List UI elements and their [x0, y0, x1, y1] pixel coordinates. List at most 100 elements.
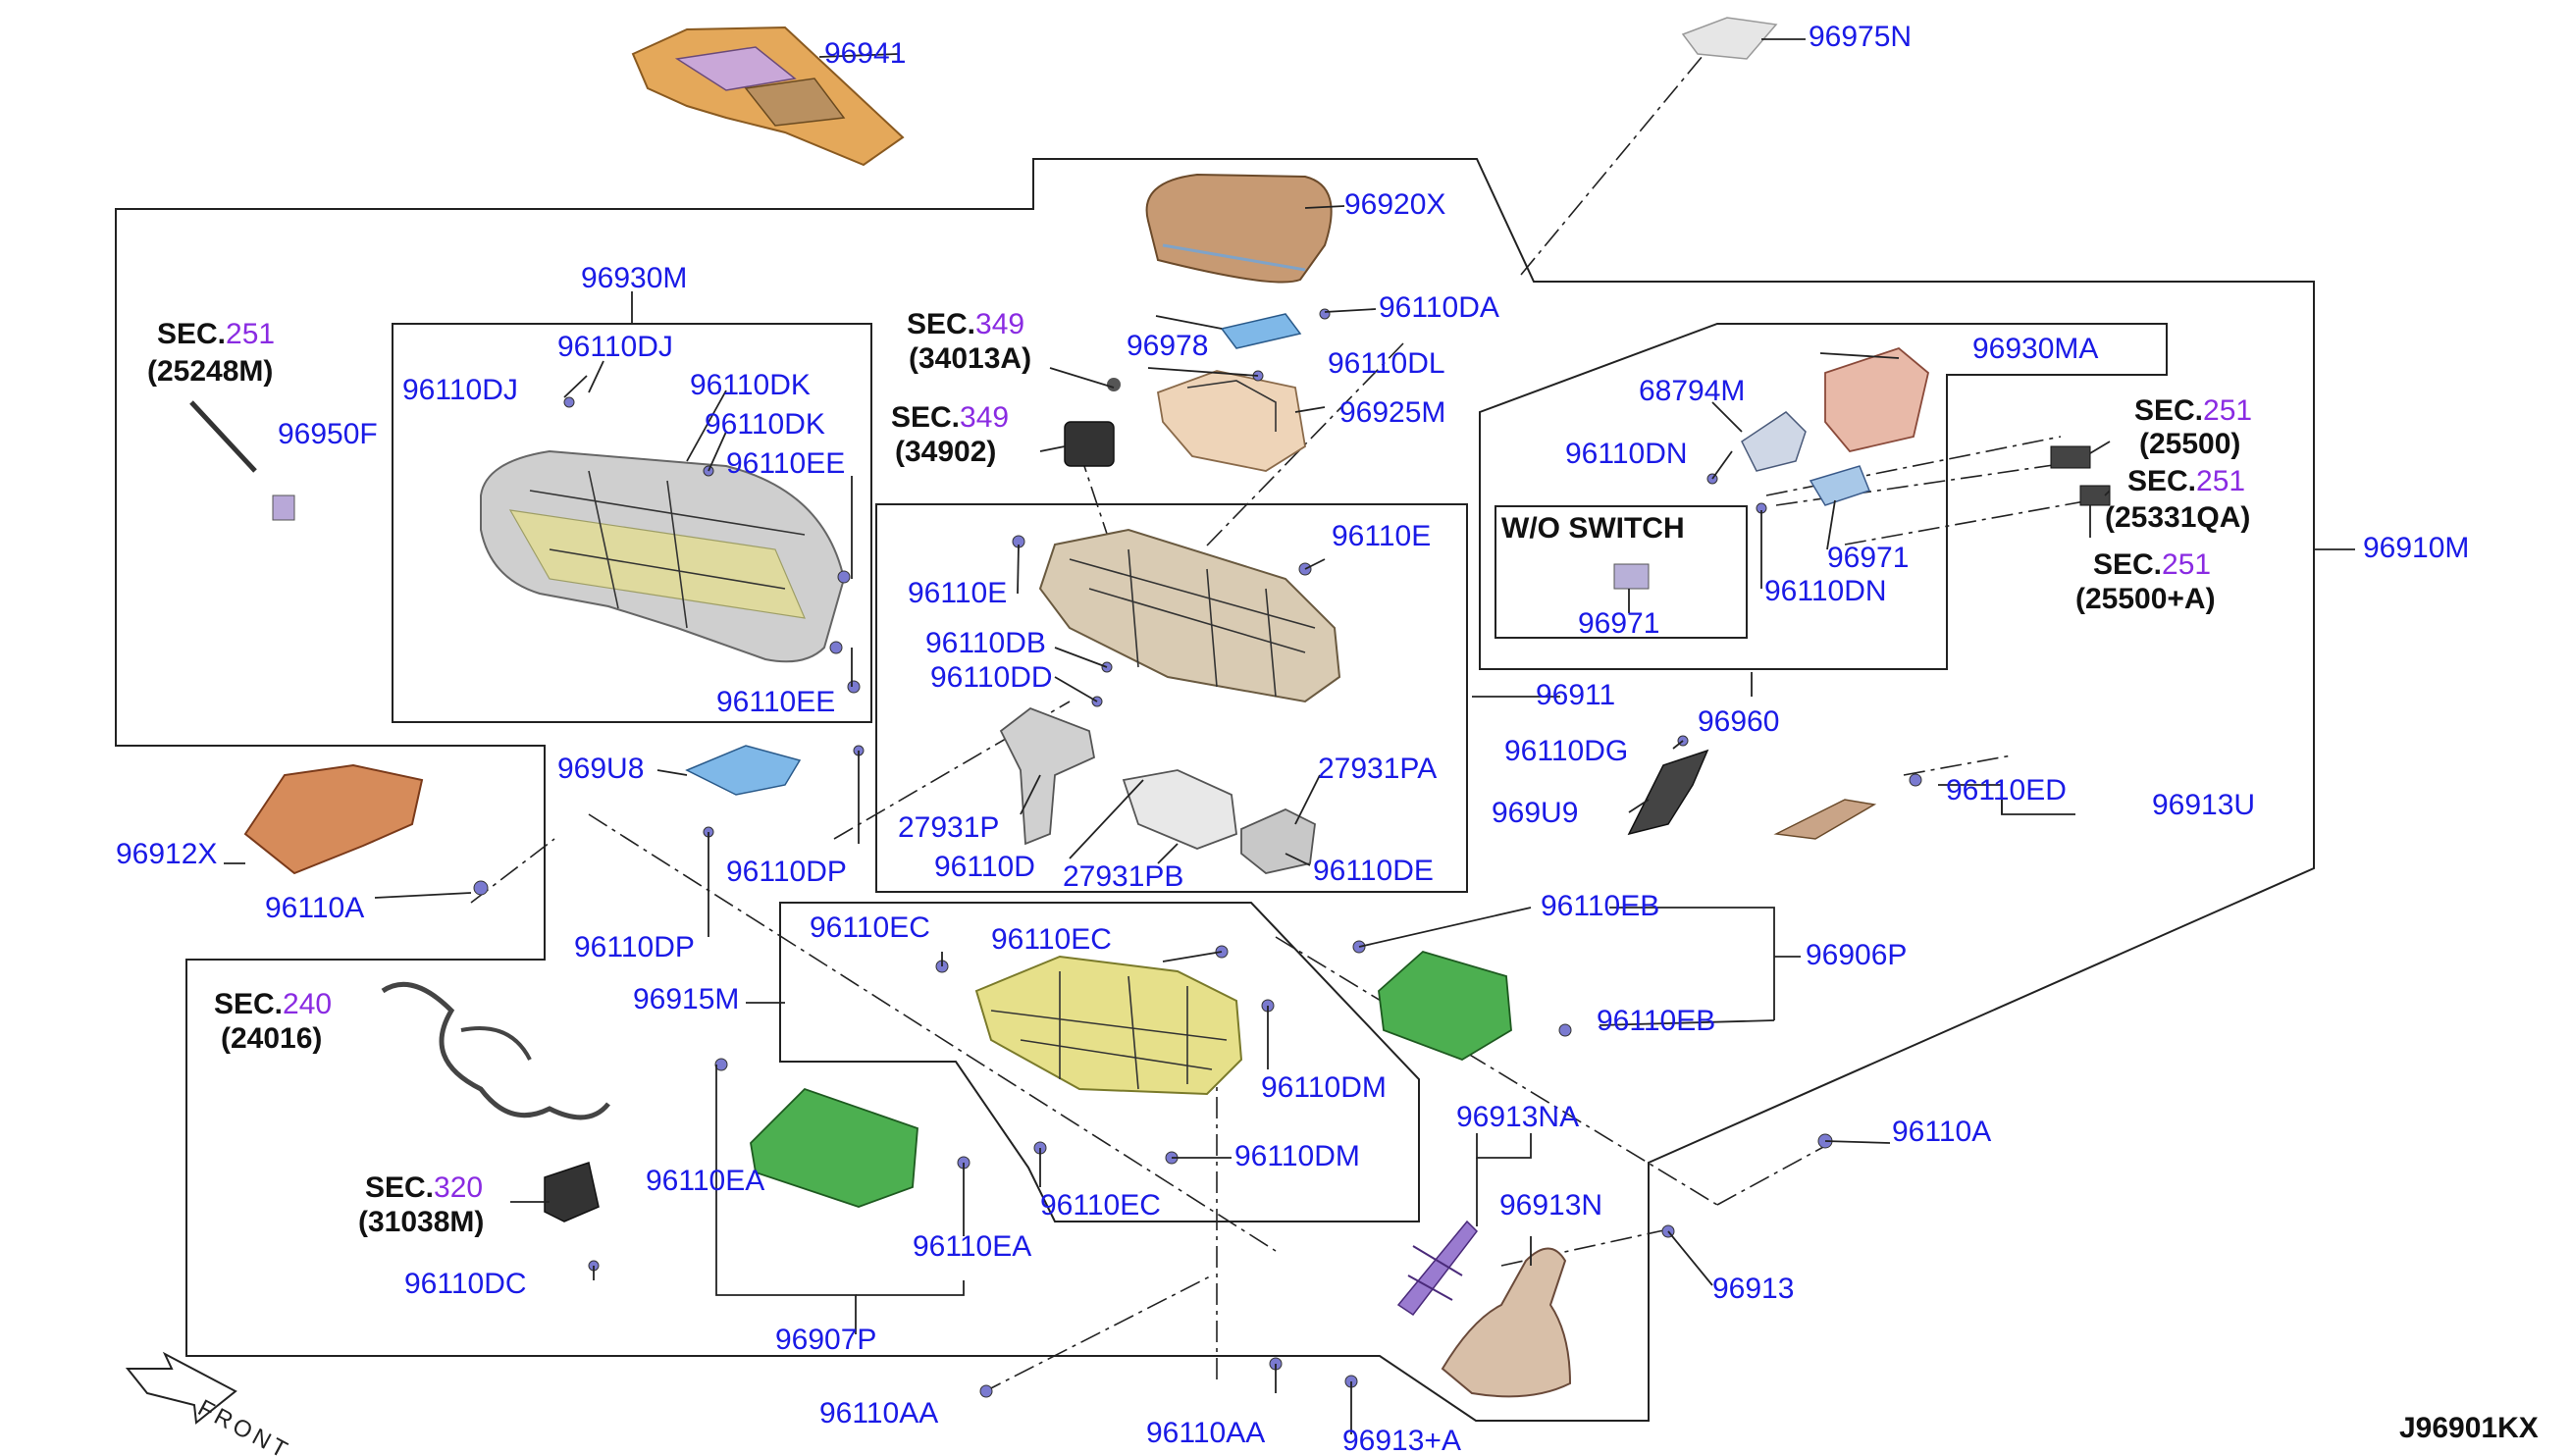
- part-34902: [1064, 378, 1121, 467]
- label-27931P: 27931P: [898, 811, 999, 844]
- part-96950F: [189, 400, 295, 521]
- outline-frames: [115, 158, 2315, 1422]
- label-96911: 96911: [1536, 679, 1615, 711]
- label-68794M: 68794M: [1639, 375, 1745, 407]
- label-96110ED: 96110ED: [1946, 774, 2067, 806]
- label-96907P: 96907P: [775, 1324, 876, 1356]
- label-96110DP-b: 96110DP: [574, 931, 695, 963]
- sec-251-c-code: (25331QA): [2105, 501, 2250, 534]
- sec-349-b-code: (34902): [895, 436, 996, 468]
- label-96960: 96960: [1698, 705, 1779, 738]
- label-96110DK-a: 96110DK: [690, 369, 811, 401]
- label-96110DL: 96110DL: [1328, 347, 1445, 380]
- label-96110EC-b: 96110EC: [991, 923, 1112, 956]
- label-969U8: 969U8: [557, 753, 644, 785]
- part-68794M: [1741, 411, 1807, 472]
- part-24016-harness: [381, 981, 610, 1120]
- sec-320-code: (31038M): [358, 1206, 484, 1238]
- part-96941-trim: [631, 26, 905, 167]
- front-label: FRONT: [193, 1394, 294, 1456]
- part-31038M-module: [544, 1162, 600, 1222]
- part-969U8: [685, 745, 802, 796]
- frame-96911: [875, 503, 1468, 893]
- label-96913A: 96913+A: [1342, 1425, 1461, 1456]
- part-27931PB: [1122, 769, 1237, 850]
- part-96971-switch: [1809, 465, 1870, 506]
- label-96915M: 96915M: [633, 983, 739, 1015]
- sec-251-a: SEC.251: [157, 318, 275, 350]
- part-96907P-board: [750, 1087, 918, 1208]
- part-96912X: [243, 763, 424, 875]
- sec-251-d-code: (25500+A): [2075, 583, 2216, 615]
- label-969U9: 969U9: [1492, 797, 1578, 829]
- sec-240-code: (24016): [221, 1022, 322, 1055]
- label-96913U: 96913U: [2152, 789, 2255, 821]
- label-96110EB-b: 96110EB: [1597, 1005, 1715, 1037]
- label-96110A-a: 96110A: [265, 892, 364, 924]
- label-96110DJ-b: 96110DJ: [402, 374, 518, 406]
- label-96110AA-b: 96110AA: [1146, 1417, 1265, 1449]
- part-96913N-frame: [1396, 1220, 1478, 1317]
- label-96110DK-b: 96110DK: [705, 408, 825, 441]
- label-96110D: 96110D: [934, 851, 1035, 883]
- label-96110DE: 96110DE: [1313, 855, 1434, 887]
- sec-251-a-code: (25248M): [147, 355, 273, 388]
- label-96110A-b: 96110A: [1892, 1116, 1991, 1148]
- label-96110AA-a: 96110AA: [819, 1397, 938, 1430]
- sec-251-c: SEC.251: [2127, 465, 2245, 497]
- part-96975N-pad: [1681, 17, 1778, 60]
- frame-96915M: [779, 902, 1420, 1222]
- frame-96960: [1479, 323, 2168, 670]
- sec-240: SEC.240: [214, 988, 332, 1020]
- part-96978-pad: [1220, 313, 1302, 349]
- label-96110DA: 96110DA: [1379, 291, 1499, 324]
- label-96110DB: 96110DB: [925, 627, 1046, 659]
- label-96110DD: 96110DD: [930, 661, 1053, 694]
- label-96110DN-a: 96110DN: [1565, 438, 1688, 470]
- label-96110EE-b: 96110EE: [716, 686, 835, 718]
- part-96911-body: [1038, 528, 1341, 703]
- label-96920X: 96920X: [1344, 188, 1445, 221]
- section-references: SEC.251 (25248M) SEC.349 (34013A) SEC.34…: [147, 308, 2252, 1238]
- label-96950F: 96950F: [278, 418, 378, 450]
- label-96110EE-a: 96110EE: [726, 447, 845, 480]
- label-96110E-a: 96110E: [1332, 520, 1431, 552]
- part-96913-boot: [1441, 1247, 1572, 1398]
- label-96110DM-a: 96110DM: [1261, 1071, 1387, 1104]
- label-96110DC: 96110DC: [404, 1268, 527, 1300]
- label-96906P: 96906P: [1806, 939, 1907, 971]
- label-96910M: 96910M: [2363, 532, 2469, 564]
- label-96110DJ-a: 96110DJ: [557, 331, 673, 363]
- label-96912X: 96912X: [116, 838, 217, 870]
- label-96110DG: 96110DG: [1504, 735, 1628, 767]
- label-96913N: 96913N: [1499, 1189, 1602, 1222]
- label-wo-switch: W/O SWITCH: [1501, 512, 1685, 545]
- label-27931PA: 27931PA: [1318, 753, 1437, 785]
- frame-wo-switch: [1495, 505, 1748, 639]
- part-96906P-board: [1378, 950, 1512, 1061]
- label-96941: 96941: [824, 37, 906, 70]
- sec-251-d: SEC.251: [2093, 548, 2211, 581]
- label-96110EC-c: 96110EC: [1040, 1189, 1161, 1222]
- sec-349-a: SEC.349: [907, 308, 1024, 340]
- part-96920X-lid: [1145, 173, 1333, 284]
- label-96110DM-b: 96110DM: [1234, 1140, 1360, 1172]
- part-96915M-bracket: [974, 955, 1243, 1096]
- part-27931P: [999, 706, 1096, 846]
- label-96110EA-a: 96110EA: [646, 1165, 764, 1197]
- assembly-lines: [470, 55, 2091, 1394]
- sec-349-a-code: (34013A): [909, 342, 1031, 375]
- label-96930MA: 96930MA: [1972, 333, 2098, 365]
- sec-251-b-code: (25500): [2139, 428, 2240, 460]
- label-96978: 96978: [1127, 330, 1208, 362]
- front-arrow-icon: FRONT: [125, 1351, 294, 1456]
- part-96110DE-bracket: [1240, 808, 1316, 874]
- label-27931PB: 27931PB: [1063, 860, 1183, 893]
- part-96971-wo: [1613, 563, 1650, 590]
- sec-349-b: SEC.349: [891, 401, 1009, 434]
- label-96913NA: 96913NA: [1456, 1101, 1579, 1133]
- sec-320: SEC.320: [365, 1171, 483, 1204]
- part-96913U: [1773, 799, 1877, 840]
- part-labels: 96941 96975N 96920X 96110DA 96930M 96110…: [116, 21, 2469, 1456]
